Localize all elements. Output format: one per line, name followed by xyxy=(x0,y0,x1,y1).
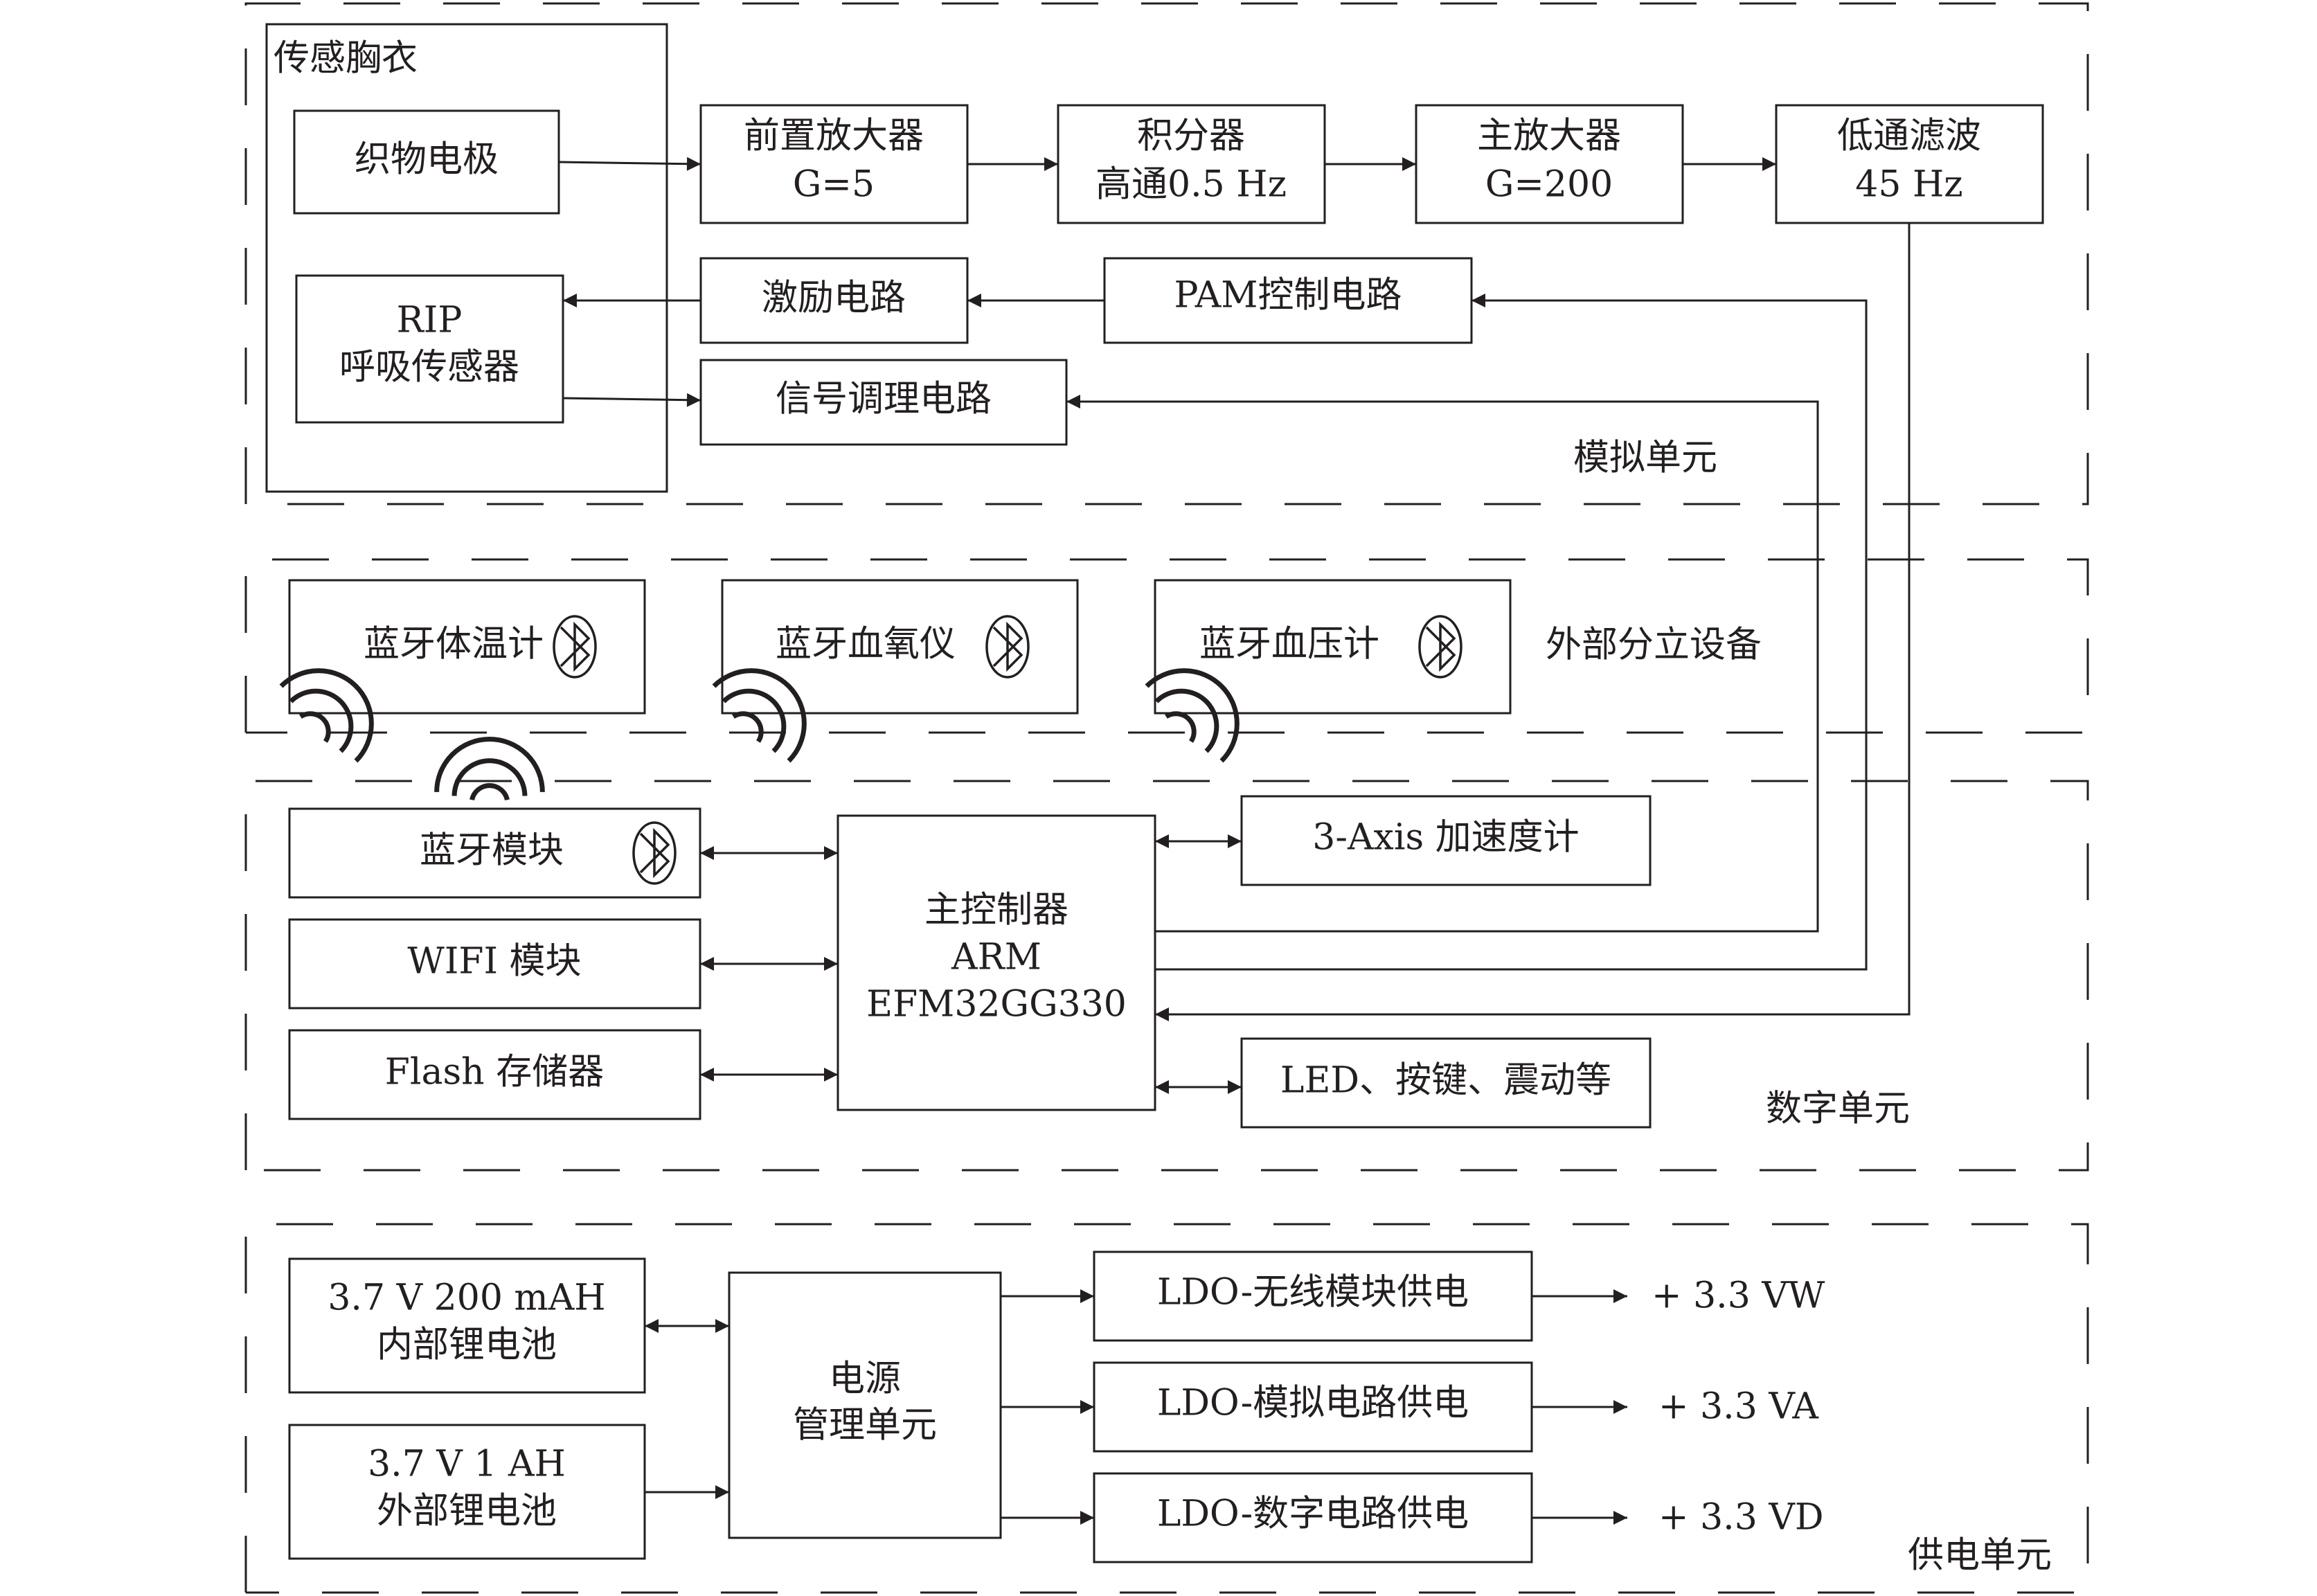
bt-oximeter-label: 蓝牙血氧仪 xyxy=(776,624,956,665)
arrow-electrode-to-preamp xyxy=(558,156,701,171)
wifi-module-label: WIFI 模块 xyxy=(407,941,581,983)
power-management-label-2: 管理单元 xyxy=(793,1405,937,1446)
bluetooth-icon xyxy=(553,615,597,679)
mcu-block: 主控制器 ARM EFM32GG330 xyxy=(837,814,1156,1111)
power-section-frame xyxy=(244,1223,2089,1594)
analog-section: 模拟单元 xyxy=(244,2,2089,505)
internal-battery-label-2: 内部锂电池 xyxy=(377,1325,557,1366)
integrator-label-1: 积分器 xyxy=(1137,116,1245,157)
external-battery-label-2: 外部锂电池 xyxy=(377,1491,557,1532)
accelerometer-block: 3-Axis 加速度计 xyxy=(1240,795,1652,886)
integrator-label-2: 高通0.5 Hz xyxy=(1095,164,1287,206)
bluetooth-icon xyxy=(1418,615,1462,679)
ldo-digital-label: LDO-数字电路供电 xyxy=(1157,1494,1469,1535)
flash-storage-block: Flash 存储器 xyxy=(288,1029,701,1120)
lowpass-filter-label-1: 低通滤波 xyxy=(1837,116,1981,157)
mcu-label-1: 主控制器 xyxy=(924,890,1068,931)
power-section-label: 供电单元 xyxy=(1908,1535,2052,1577)
digital-section: 数字单元 xyxy=(244,780,2089,1172)
bt-thermometer-label: 蓝牙体温计 xyxy=(364,624,544,665)
analog-section-frame xyxy=(244,2,2089,505)
sensor-vest-label: 传感胸衣 xyxy=(274,38,418,80)
internal-battery-label-1: 3.7 V 200 mAH xyxy=(328,1277,605,1319)
ldo-wireless-label: LDO-无线模块供电 xyxy=(1157,1272,1469,1313)
lowpass-filter-label-2: 45 Hz xyxy=(1855,164,1962,206)
external-section-frame xyxy=(244,558,2089,734)
lowpass-filter-block: 低通滤波 45 Hz xyxy=(1775,104,2044,224)
analog-section-label: 模拟单元 xyxy=(1573,438,1717,479)
bt-thermometer-block: 蓝牙体温计 xyxy=(281,579,646,761)
external-battery-block: 3.7 V 1 AH 外部锂电池 xyxy=(288,1424,646,1560)
fabric-electrode-block: 织物电极 xyxy=(293,109,560,215)
flash-storage-label: Flash 存储器 xyxy=(385,1052,604,1093)
main-amp-label-1: 主放大器 xyxy=(1477,116,1621,157)
pam-control-block: PAM控制电路 xyxy=(1103,257,1473,344)
mcu-label-2: ARM xyxy=(951,937,1041,978)
signal-conditioning-label: 信号调理电路 xyxy=(776,379,992,420)
led-keys-block: LED、按键、震动等 xyxy=(1240,1037,1652,1129)
ldo-analog-label: LDO-模拟电路供电 xyxy=(1157,1383,1469,1424)
bt-module-label: 蓝牙模块 xyxy=(420,830,564,872)
ldo-digital-block: LDO-数字电路供电 xyxy=(1093,1472,1533,1563)
excitation-circuit-block: 激励电路 xyxy=(699,257,969,344)
rip-sensor-label-2: 呼吸传感器 xyxy=(339,347,519,388)
power-section: 供电单元 xyxy=(244,1223,2089,1594)
pam-control-label: PAM控制电路 xyxy=(1174,275,1402,316)
excitation-circuit-label: 激励电路 xyxy=(762,278,906,319)
internal-battery-block: 3.7 V 200 mAH 内部锂电池 xyxy=(288,1257,646,1394)
fabric-electrode-label: 织物电极 xyxy=(355,139,499,181)
power-management-label-1: 电源 xyxy=(829,1359,901,1400)
bluetooth-icon xyxy=(632,821,677,885)
mcu-label-3: EFM32GG330 xyxy=(866,984,1127,1025)
preamp-label-2: G=5 xyxy=(793,164,875,206)
bt-bp-meter-block: 蓝牙血压计 xyxy=(1147,579,1512,761)
arrow-mcu-to-pam xyxy=(1155,294,1868,971)
accelerometer-label: 3-Axis 加速度计 xyxy=(1312,817,1579,859)
arrow-mcu-to-conditioning xyxy=(1066,395,1819,933)
preamp-block: 前置放大器 G=5 xyxy=(699,104,969,224)
output-vw-label: + 3.3 VW xyxy=(1652,1275,1825,1317)
power-management-block: 电源 管理单元 xyxy=(728,1271,1002,1539)
led-keys-label: LED、按键、震动等 xyxy=(1280,1060,1611,1102)
main-amp-block: 主放大器 G=200 xyxy=(1415,104,1684,224)
arrow-rip-to-conditioning xyxy=(562,393,701,407)
bt-bp-meter-label: 蓝牙血压计 xyxy=(1199,624,1379,665)
signal-conditioning-block: 信号调理电路 xyxy=(699,359,1068,446)
rip-sensor-block: RIP 呼吸传感器 xyxy=(295,274,564,424)
connections xyxy=(558,156,1911,1525)
digital-section-label: 数字单元 xyxy=(1766,1088,1910,1130)
preamp-label-1: 前置放大器 xyxy=(744,116,924,157)
bt-oximeter-block: 蓝牙血氧仪 xyxy=(714,579,1079,761)
ldo-analog-block: LDO-模拟电路供电 xyxy=(1093,1361,1533,1453)
external-battery-label-1: 3.7 V 1 AH xyxy=(368,1444,566,1485)
external-section: 外部分立设备 xyxy=(244,558,2089,734)
sensor-vest: 传感胸衣 织物电极 RIP 呼吸传感器 xyxy=(265,23,668,493)
arrow-lowpass-to-mcu xyxy=(1155,223,1911,1021)
bt-module-block: 蓝牙模块 xyxy=(288,807,701,899)
main-amp-label-2: G=200 xyxy=(1485,164,1613,206)
output-va-label: + 3.3 VA xyxy=(1658,1386,1819,1428)
digital-section-frame xyxy=(244,780,2089,1172)
output-vd-label: + 3.3 VD xyxy=(1658,1497,1824,1539)
ldo-wireless-block: LDO-无线模块供电 xyxy=(1093,1250,1533,1342)
integrator-block: 积分器 高通0.5 Hz xyxy=(1057,104,1326,224)
wifi-module-block: WIFI 模块 xyxy=(288,918,701,1010)
bluetooth-icon xyxy=(985,615,1030,679)
rip-sensor-label-1: RIP xyxy=(397,300,463,341)
external-section-label: 外部分立设备 xyxy=(1546,625,1762,666)
